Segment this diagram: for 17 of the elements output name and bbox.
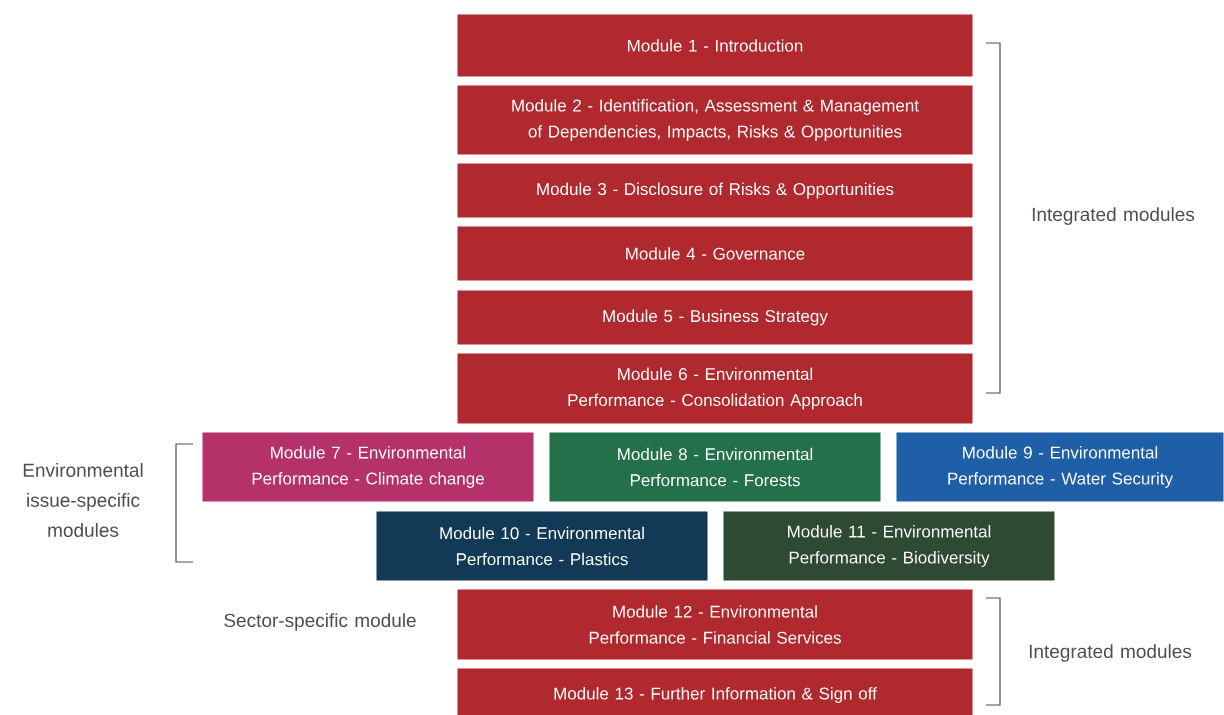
module-box: Module 1 - Introduction xyxy=(456,13,974,78)
module-box: Module 3 - Disclosure of Risks & Opportunities xyxy=(456,162,974,219)
group-label: Integrated modules xyxy=(1029,644,1192,662)
module-box: Module 11 - Environmental Performance - Biodiversity xyxy=(722,510,1056,582)
group-label: Integrated modules xyxy=(1032,207,1195,225)
module-box: Module 7 - Environmental Performance - Climate change xyxy=(201,431,535,503)
module-box: Module 8 - Environmental Performance - Forests xyxy=(548,431,882,503)
group-label: Environmental issue-specific modules xyxy=(23,463,143,537)
module-box: Module 10 - Environmental Performance - Plastics xyxy=(375,510,709,582)
module-box: Module 5 - Business Strategy xyxy=(456,289,974,346)
module-box: Module 12 - Environmental Performance - Financial Services xyxy=(456,588,974,661)
module-box: Module 9 - Environmental Performance - Water Security xyxy=(895,431,1224,503)
module-box: Module 2 - Identification, Assessment & Management of Dependencies, Impacts, Risks & Opportunities xyxy=(456,84,974,156)
module-box: Module 4 - Governance xyxy=(456,225,974,282)
module-box: Module 6 - Environmental Performance - Consolidation Approach xyxy=(456,352,974,425)
group-label: Sector-specific module xyxy=(224,613,416,631)
module-box: Module 13 - Further Information & Sign off xyxy=(456,667,974,715)
